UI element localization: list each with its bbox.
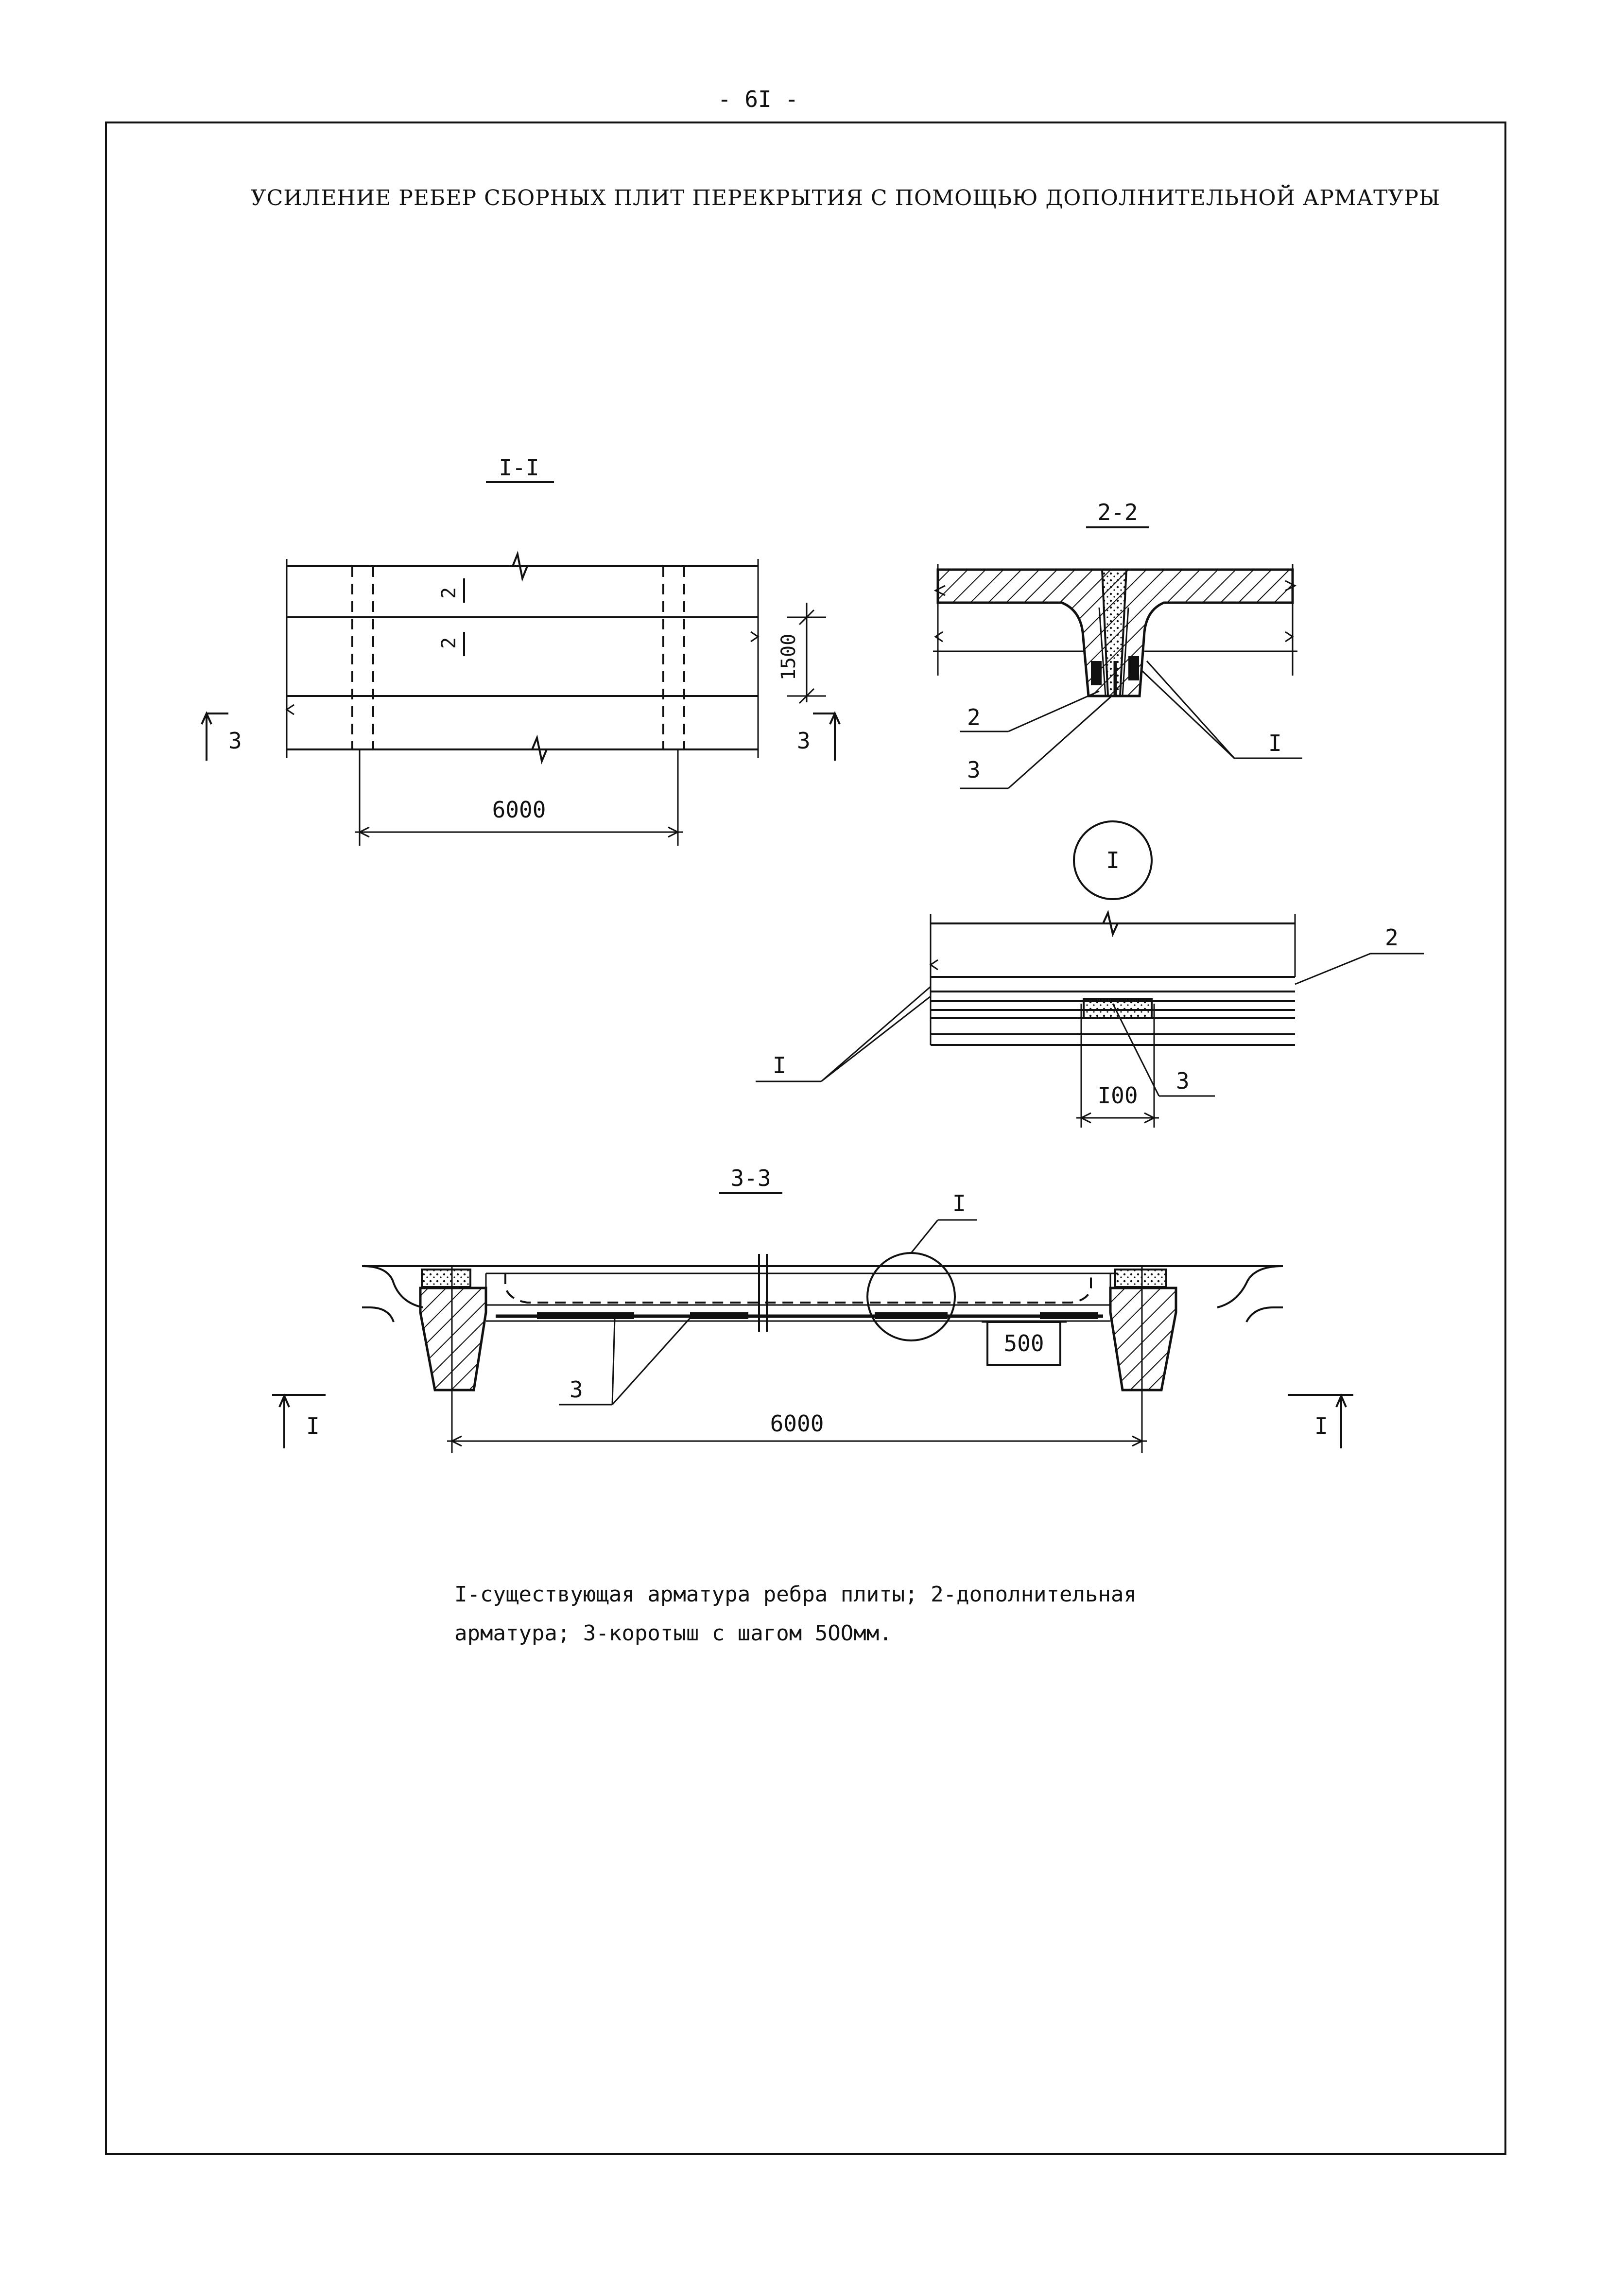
cut-2-mark-top: 2 (438, 587, 460, 599)
detail-1-circle (1073, 820, 1153, 900)
section-3-dim-length: 6000 (770, 1410, 824, 1437)
dim-length-1: 6000 (492, 797, 546, 823)
detail-1: I 2 I 3 I00 (756, 820, 1424, 1128)
section-3-3: 3-3 I (272, 1165, 1353, 1453)
section-2-leader-1: I (1268, 730, 1282, 756)
section-3-cut-1-right: I (1314, 1413, 1328, 1439)
page-number: - 6I - (718, 86, 798, 112)
detail-1-circle-label: I (1106, 847, 1120, 873)
section-2-2: 2-2 2 3 I (933, 499, 1302, 789)
section-1-1: I-I 2 2 1500 (201, 454, 841, 846)
legend-line-1: I-существующая арматура ребра плиты; 2-д… (454, 1582, 1137, 1607)
section-3-cut-1-left: I (306, 1413, 320, 1439)
detail-1-leader-3: 3 (1176, 1068, 1190, 1094)
cut-3-left: 3 (228, 728, 242, 754)
section-3-leader-1: I (952, 1190, 966, 1217)
section-3-label: 3-3 (730, 1165, 771, 1191)
cut-3-right: 3 (797, 728, 811, 754)
page-frame (105, 122, 1506, 2155)
detail-1-leader-1: I (773, 1052, 786, 1078)
section-3-leader-3: 3 (570, 1376, 583, 1403)
drawing-title: УСИЛЕНИЕ РЕБЕР СБОРНЫХ ПЛИТ ПЕРЕКРЫТИЯ С… (251, 184, 1440, 210)
detail-1-leader-2: 2 (1385, 924, 1399, 951)
dim-width: 1500 (778, 634, 800, 680)
section-2-leader-2: 2 (967, 704, 981, 731)
legend-line-2: арматура; 3-коротыш с шагом 5ООмм. (454, 1621, 892, 1646)
cut-2-mark-bottom: 2 (438, 637, 460, 649)
detail-1-dim: I00 (1097, 1082, 1138, 1109)
section-3-dim-spacing: 500 (1003, 1330, 1044, 1357)
section-2-leader-3: 3 (967, 757, 981, 783)
section-1-label: I-I (499, 454, 539, 481)
section-2-label: 2-2 (1097, 499, 1138, 525)
